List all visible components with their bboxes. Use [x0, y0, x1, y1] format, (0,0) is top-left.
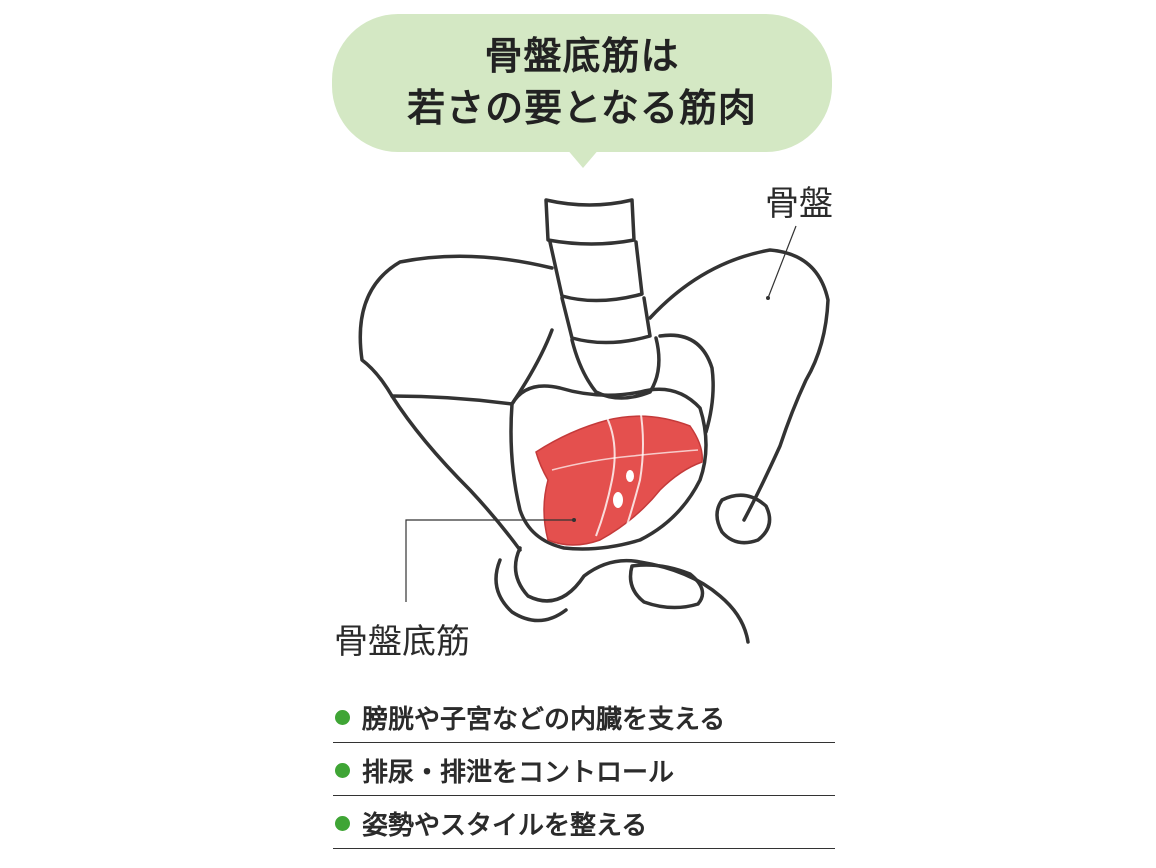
left-iliac-wing	[358, 254, 554, 552]
list-item-text: 排尿・排泄をコントロール	[362, 757, 675, 788]
pelvis-leader-dot	[766, 296, 770, 300]
obturator-ring	[628, 563, 705, 610]
list-item: 排尿・排泄をコントロール	[333, 743, 835, 796]
left-ischium	[494, 558, 568, 623]
pelvic-floor-leader-dot	[572, 518, 576, 522]
bullet-dot-icon	[335, 709, 350, 725]
pelvic-floor-leader-line	[405, 519, 574, 602]
bubble-heading-line-1: 骨盤底筋は	[484, 34, 680, 78]
label-pelvic-floor: 骨盤底筋	[334, 622, 470, 662]
list-item-text: 膀胱や子宮などの内臓を支える	[362, 704, 726, 735]
right-iliac-inner	[658, 333, 715, 434]
list-item-text: 姿勢やスタイルを整える	[362, 810, 648, 841]
bullet-dot-icon	[335, 815, 350, 831]
bubble-heading-line-2: 若さの要となる筋肉	[407, 86, 757, 130]
speech-bubble	[332, 14, 832, 152]
sacrum	[570, 336, 661, 400]
function-list: 膀胱や子宮などの内臓を支える 排尿・排泄をコントロール 姿勢やスタイルを整える	[333, 690, 835, 849]
pelvic-inlet-ring	[509, 384, 708, 551]
spine-vertebra-top	[544, 198, 636, 246]
speech-bubble-tail	[566, 148, 600, 168]
list-item: 膀胱や子宮などの内臓を支える	[333, 690, 835, 743]
label-pelvis: 骨盤	[765, 184, 833, 224]
bubble-heading: 骨盤底筋は 若さの要となる筋肉	[332, 30, 832, 134]
left-iliac-inner	[390, 328, 554, 406]
pubic-arch	[513, 546, 750, 644]
list-item: 姿勢やスタイルを整える	[333, 796, 835, 849]
pelvis-leader-line	[767, 225, 797, 299]
right-iliac-wing	[648, 248, 830, 522]
pelvic-floor-muscle	[535, 407, 703, 546]
right-hip-socket	[715, 493, 772, 545]
spine-vertebra-lower	[560, 296, 652, 345]
bullet-dot-icon	[335, 762, 350, 778]
spine-vertebra-middle	[548, 240, 644, 303]
